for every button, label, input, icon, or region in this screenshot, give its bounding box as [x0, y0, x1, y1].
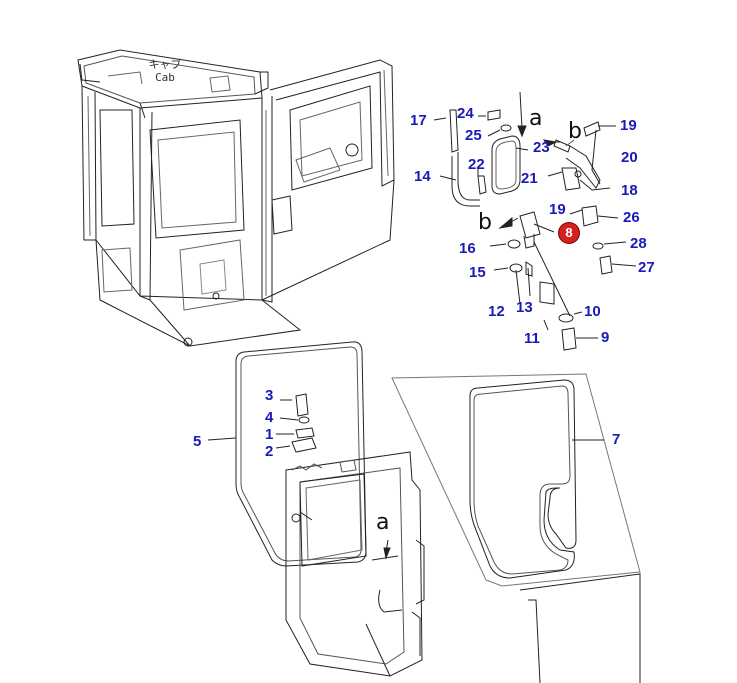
callout-14: 14	[414, 168, 431, 185]
letter-a-upper: a	[529, 106, 543, 131]
callout-2: 2	[265, 443, 274, 460]
callout-19-upper: 19	[620, 117, 637, 134]
callout-22: 22	[468, 156, 485, 173]
callout-16: 16	[459, 240, 476, 257]
callout-20: 20	[621, 149, 638, 166]
hinge-parts	[207, 393, 604, 453]
callout-15: 15	[469, 264, 486, 281]
callout-8-highlight: 8	[559, 223, 579, 243]
callout-27: 27	[638, 259, 655, 276]
callout-11: 11	[524, 330, 540, 347]
mirror-assembly	[433, 91, 616, 207]
glass-panel-7	[391, 373, 641, 683]
letter-b-lower: b	[478, 210, 492, 235]
callout-5: 5	[193, 433, 202, 450]
callout-24: 24	[457, 105, 474, 122]
callout-13: 13	[516, 299, 533, 316]
callout-25: 25	[465, 127, 482, 144]
callout-12: 12	[488, 303, 505, 320]
callout-18: 18	[621, 182, 638, 199]
cab-label-jp: キャブ	[148, 58, 182, 71]
callout-1: 1	[265, 426, 274, 443]
bracket-assembly	[489, 205, 637, 351]
callout-26: 26	[623, 209, 640, 226]
callout-23: 23	[533, 139, 550, 156]
cab-frame	[77, 49, 395, 347]
glass-panel-5	[235, 341, 367, 567]
callout-19-lower: 19	[549, 201, 566, 218]
letter-a-lower: a	[376, 510, 390, 535]
callout-3: 3	[265, 387, 274, 404]
callout-21: 21	[521, 170, 538, 187]
letter-b-upper: b	[568, 119, 582, 144]
door-frame	[285, 451, 425, 677]
callout-17: 17	[410, 112, 427, 129]
callout-7: 7	[612, 431, 621, 448]
callout-9: 9	[601, 329, 610, 346]
callout-28: 28	[630, 235, 647, 252]
callout-4: 4	[265, 409, 274, 426]
callout-10: 10	[584, 303, 601, 320]
cab-label-en: Cab	[155, 71, 175, 84]
